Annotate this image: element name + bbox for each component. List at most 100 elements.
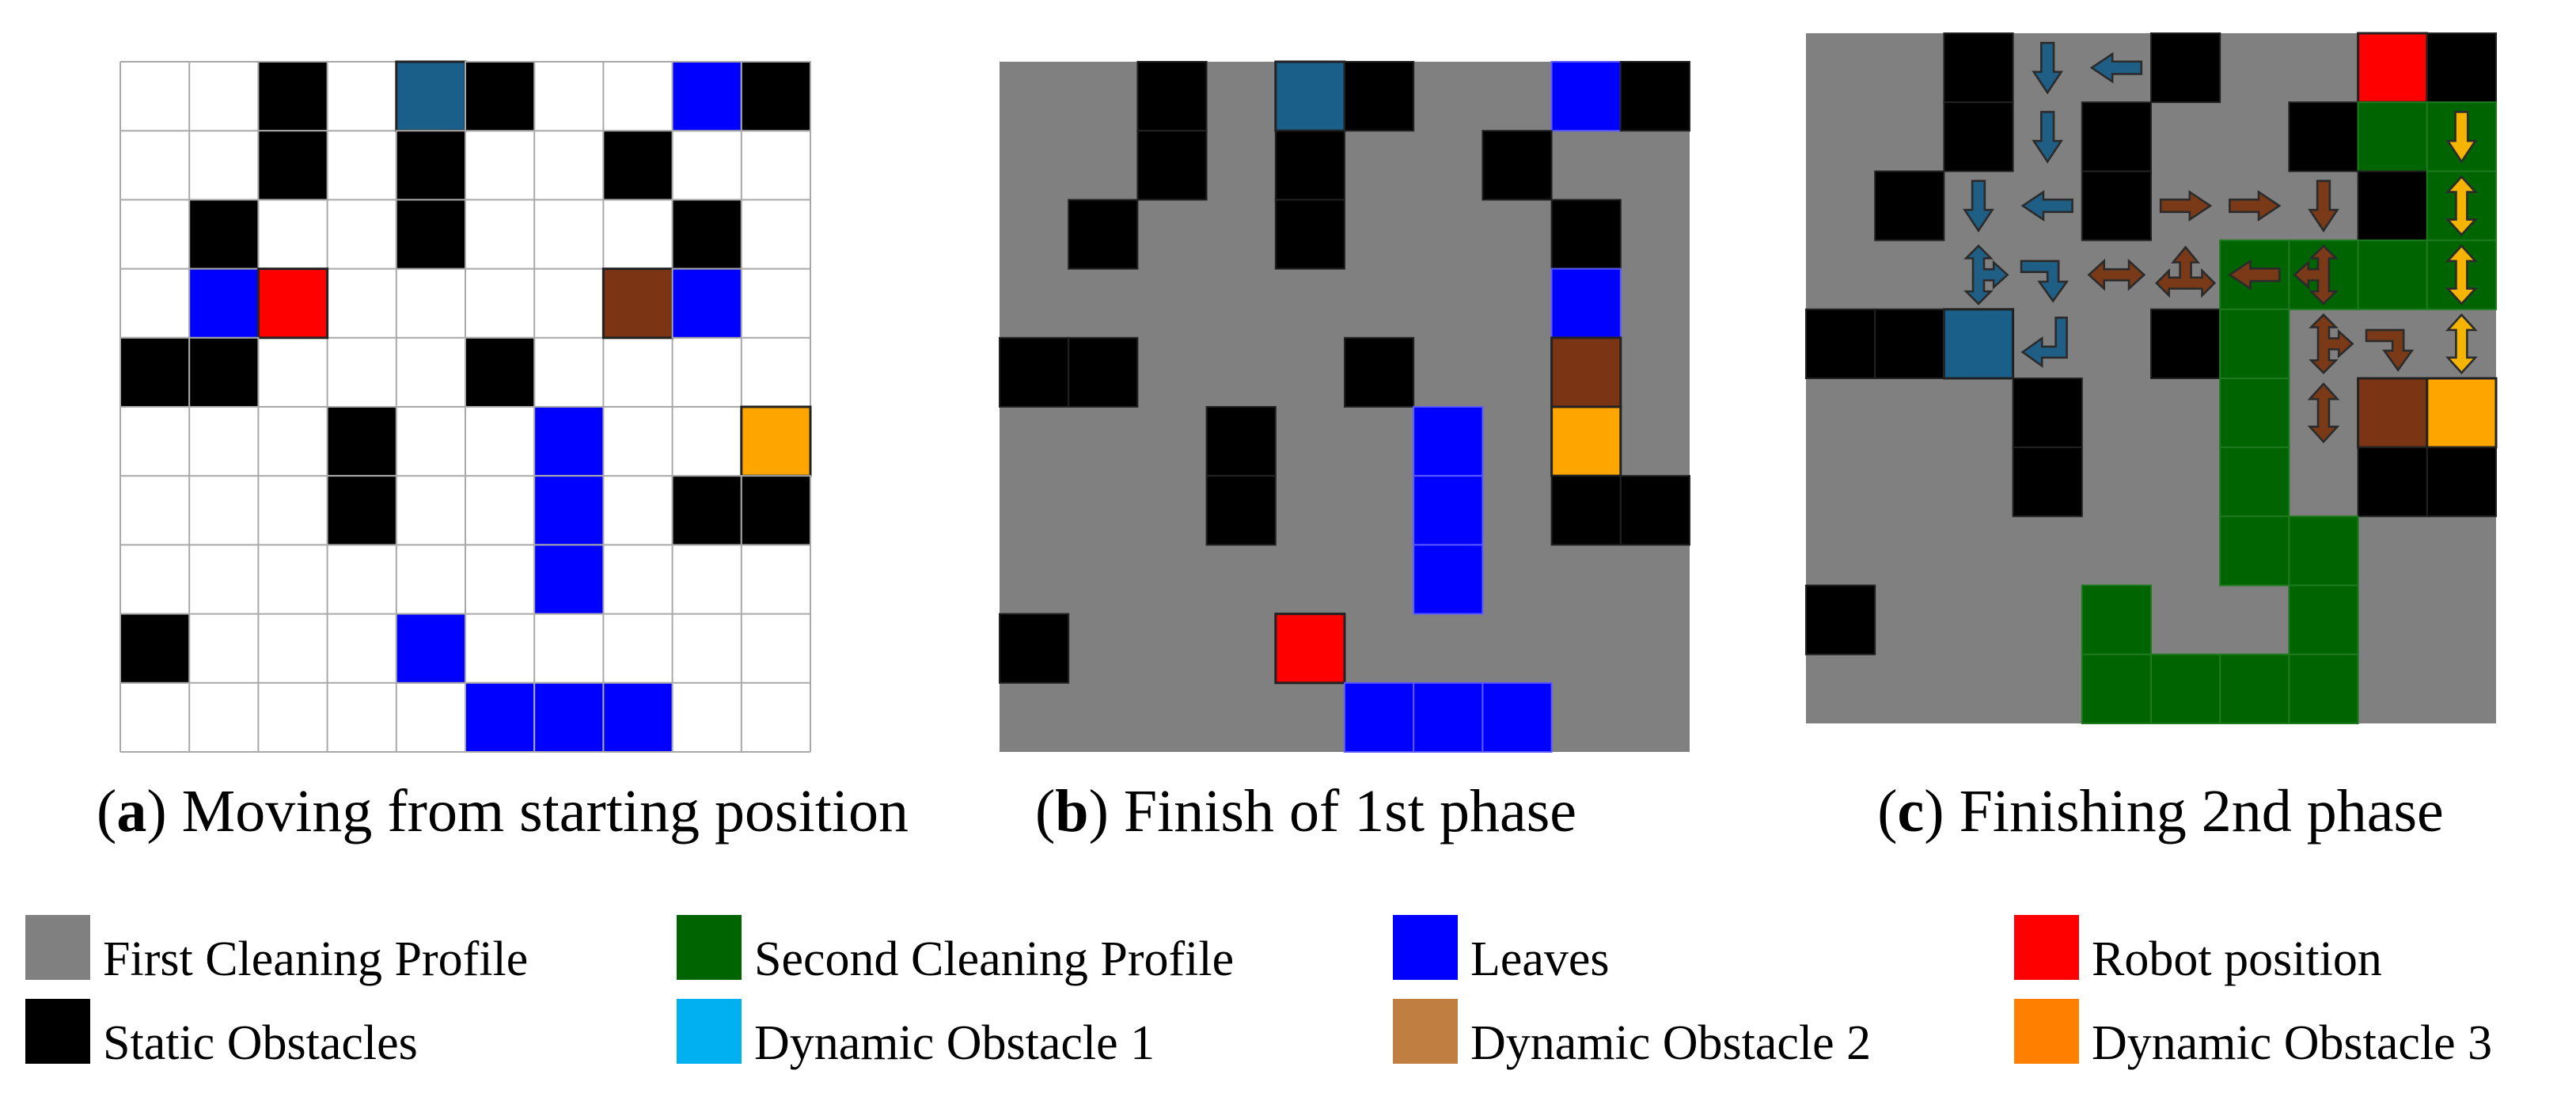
dynamic-obstacle-1-cell [1274,60,1346,132]
static-obstacle-cell [257,61,328,132]
static-obstacle-cell [465,336,536,408]
leaves-cell [1413,475,1484,546]
second-profile-cell [2357,101,2428,173]
legend-label-first-profile: First Cleaning Profile [103,932,528,986]
static-obstacle-cell [999,613,1070,684]
second-profile-cell [2150,653,2221,724]
movement-arrow-icon [2445,111,2478,164]
static-obstacle-cell [2012,446,2083,518]
leaves-cell [671,61,742,132]
static-obstacle-cell [999,336,1070,408]
static-obstacle-cell [1874,170,1945,241]
movement-arrow-icon [2308,180,2339,233]
legend-label-leaves: Leaves [1470,932,1610,986]
static-obstacle-cell [2288,101,2359,173]
static-obstacle-cell [2081,170,2153,241]
legend-label-second-profile: Second Cleaning Profile [754,932,1234,986]
static-obstacle-cell [1068,199,1139,270]
static-obstacle-cell [1068,336,1139,408]
legend-swatch-first-profile [25,915,90,980]
static-obstacle-cell [2150,308,2221,379]
movement-arrow-icon [2159,190,2213,222]
caption-c: (c) Finishing 2nd phase [1877,778,2444,845]
static-obstacle-cell [188,336,260,408]
static-obstacle-cell [1874,308,1945,379]
legend-swatch-leaves [1393,915,1458,980]
movement-arrow-icon [2155,245,2217,298]
movement-arrow-icon [2020,190,2073,222]
movement-arrow-icon [2229,190,2282,222]
movement-arrow-icon [2307,382,2340,444]
movement-arrow-icon [2089,51,2143,84]
second-profile-cell [2288,653,2359,724]
static-obstacle-cell [1344,61,1415,132]
leaves-cell [1481,681,1553,753]
static-obstacle-cell [188,199,260,270]
leaves-cell [671,268,742,339]
static-obstacle-cell [326,475,397,546]
static-obstacle-cell [1205,475,1277,546]
static-obstacle-cell [1481,130,1553,201]
legend-swatch-second-profile [677,915,742,980]
static-obstacle-cell [1136,130,1208,201]
static-obstacle-cell [120,613,191,684]
static-obstacle-cell [1619,61,1691,132]
legend-swatch-dynamic-2 [1393,999,1458,1064]
static-obstacle-cell [2426,446,2498,518]
static-obstacle-cell [1274,130,1346,201]
leaves-cell [1413,681,1484,753]
legend-swatch-robot [2014,915,2079,980]
static-obstacle-cell [740,61,811,132]
leaves-cell [533,406,605,477]
static-obstacle-cell [2357,446,2428,518]
legend-label-dynamic-1: Dynamic Obstacle 1 [754,1016,1155,1070]
movement-arrow-icon [2445,244,2478,306]
movement-arrow-icon [2365,328,2415,372]
legend: First Cleaning Profile Second Cleaning P… [25,915,2492,1070]
second-profile-cell [2219,515,2290,586]
leaves-cell [1550,268,1622,339]
movement-arrow-icon [2309,313,2354,374]
legend-label-dynamic-3: Dynamic Obstacle 3 [2092,1016,2492,1070]
static-obstacle-cell [2426,32,2498,104]
leaves-cell [1413,406,1484,477]
movement-arrow-icon [2445,175,2478,237]
legend-label-dynamic-2: Dynamic Obstacle 2 [1470,1016,1871,1070]
legend-label-robot: Robot position [2092,932,2382,986]
static-obstacle-cell [2357,170,2428,241]
dynamic-obstacle-3-cell [2426,377,2498,449]
static-obstacle-cell [1550,199,1622,270]
static-obstacle-cell [1943,32,2014,104]
panel-b-grid [999,60,1691,753]
second-profile-cell [2288,584,2359,655]
second-profile-cell [2081,584,2153,655]
static-obstacle-cell [2012,378,2083,449]
leaves-cell [602,681,673,753]
movement-arrow-icon [2020,316,2068,368]
caption-b: (b) Finish of 1st phase [1035,778,1576,845]
dynamic-obstacle-3-cell [1550,405,1622,477]
static-obstacle-cell [395,199,466,270]
panel-a-grid [120,60,812,753]
static-obstacle-cell [671,199,742,270]
static-obstacle-cell [1805,308,1876,379]
leaves-cell [1344,681,1415,753]
movement-arrow-icon [2032,41,2064,95]
leaves-cell [188,268,260,339]
static-obstacle-cell [257,130,328,201]
static-obstacle-cell [2150,32,2221,104]
static-obstacle-cell [1619,475,1691,546]
dynamic-obstacle-3-cell [740,405,812,477]
movement-arrow-icon [2445,313,2478,374]
static-obstacle-cell [1344,336,1415,408]
dynamic-obstacle-2-cell [2357,377,2429,449]
robot-cell [1274,613,1346,685]
movement-arrow-icon [2293,244,2339,306]
leaves-cell [1550,61,1622,132]
dynamic-obstacle-2-cell [601,268,674,340]
second-profile-cell [2219,308,2290,379]
legend-swatch-static [25,999,90,1064]
second-profile-cell [2219,378,2290,449]
static-obstacle-cell [1274,199,1346,270]
